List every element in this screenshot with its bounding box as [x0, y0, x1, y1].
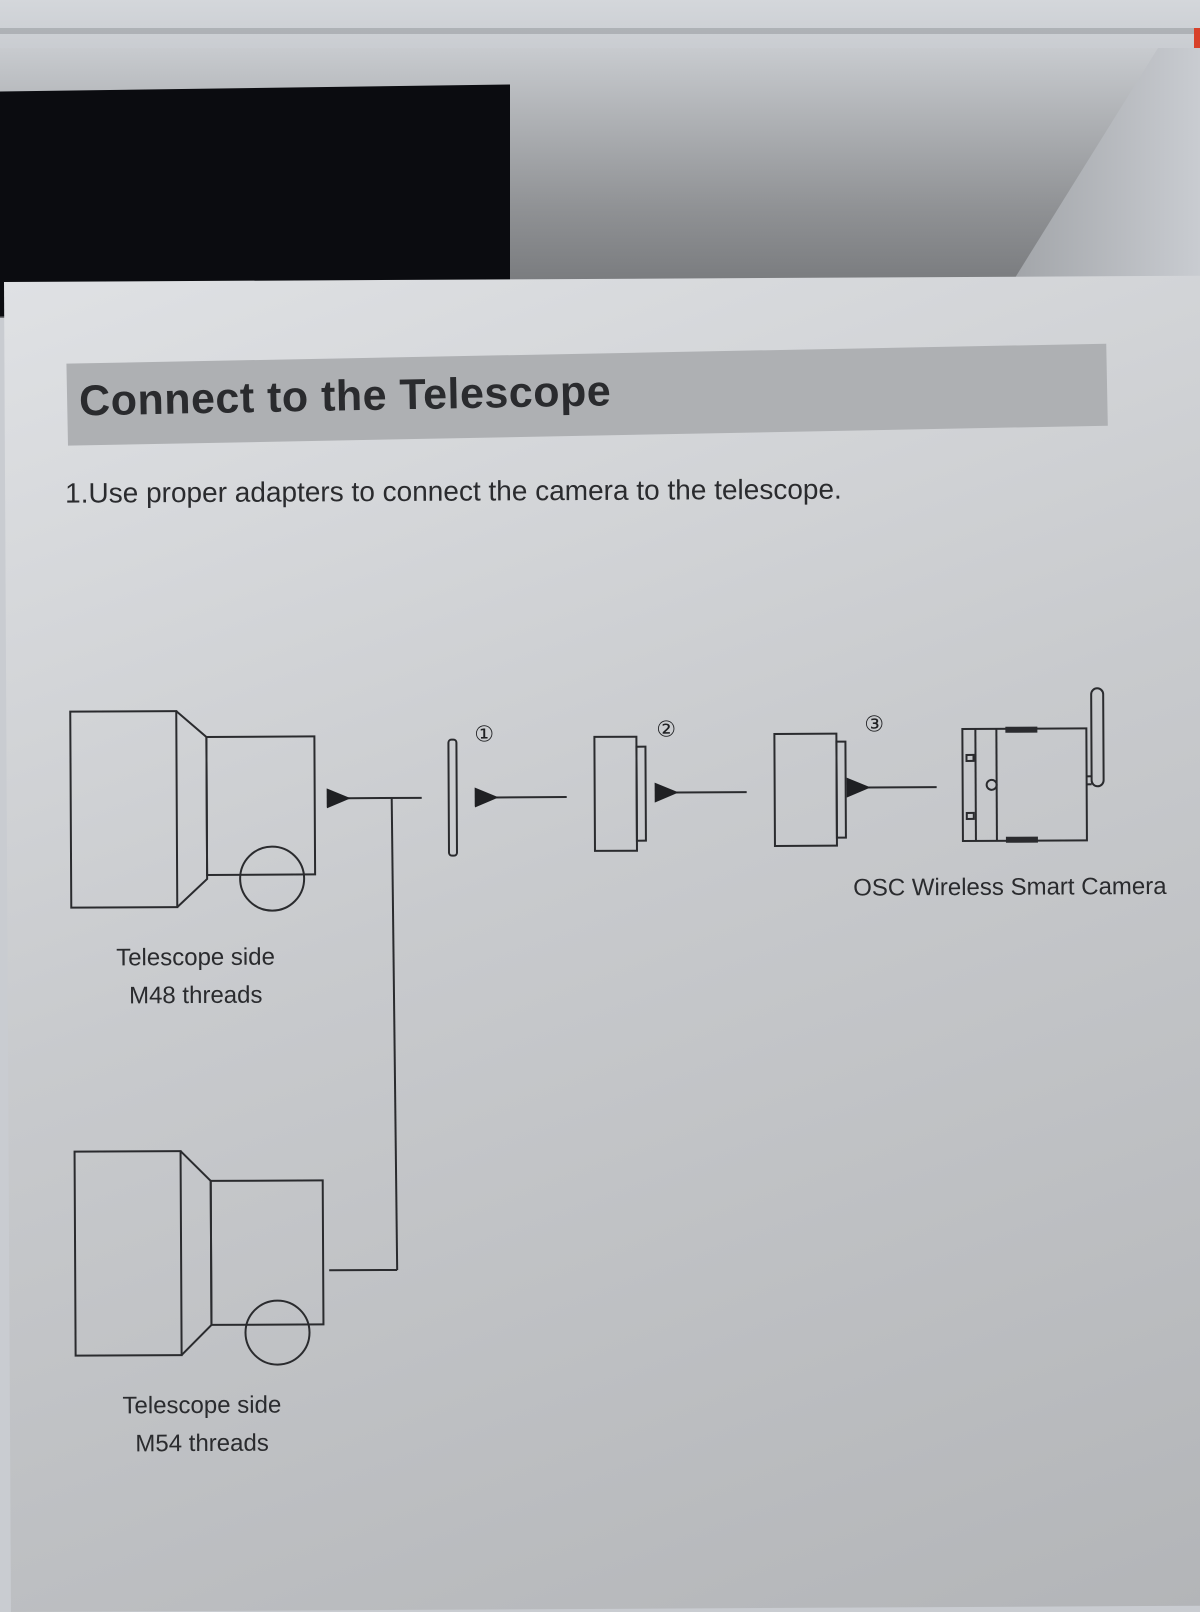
camera-label: OSC Wireless Smart Camera [853, 868, 1167, 908]
telescope-m48-line1: Telescope side [95, 938, 295, 977]
step-1-marker: ① [474, 722, 494, 747]
step-2-marker: ② [656, 717, 676, 742]
telescope-m54-line1: Telescope side [102, 1386, 302, 1425]
telescope-m48-label: Telescope side M48 threads [95, 938, 295, 1015]
telescope-m54-drawing [75, 1150, 324, 1365]
adapter-1-drawing [448, 740, 457, 856]
red-mark [1194, 28, 1200, 48]
connector-line [327, 798, 424, 1270]
telescope-m54-line2: M54 threads [102, 1424, 302, 1463]
telescope-m48-drawing [70, 710, 315, 911]
adapter-2-drawing [594, 737, 646, 851]
adapter-3-drawing [774, 734, 846, 846]
step-3-marker: ③ [864, 712, 884, 737]
box-lid-edge [0, 28, 1200, 34]
manual-page: Connect to the Telescope 1.Use proper ad… [4, 276, 1200, 1612]
telescope-m54-label: Telescope side M54 threads [102, 1386, 302, 1463]
camera-drawing [962, 688, 1104, 842]
telescope-m48-line2: M48 threads [96, 976, 296, 1015]
